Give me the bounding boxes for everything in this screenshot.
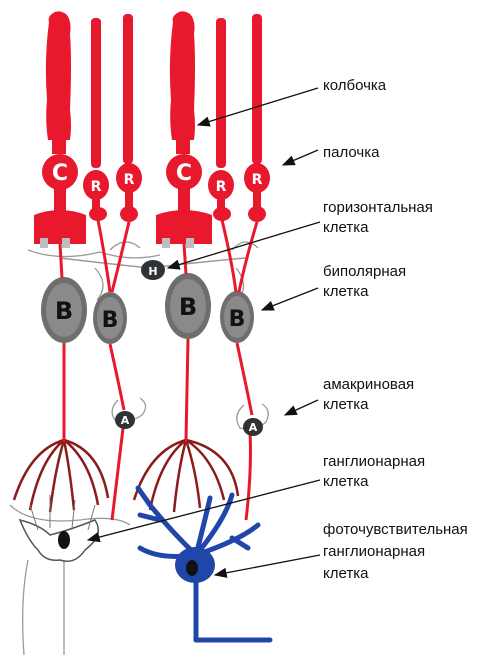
rod-cell-3 bbox=[208, 18, 234, 221]
label-amacrine-line2: клетка bbox=[323, 395, 368, 414]
bipolar-cell-1: B bbox=[41, 277, 87, 343]
bipolar-cells: B B B B bbox=[41, 273, 254, 344]
rod-cell-2 bbox=[116, 14, 142, 222]
bipolar-cell-4: B bbox=[220, 291, 254, 343]
arrow-amacrine bbox=[285, 400, 318, 415]
bipolar-cell-2: B bbox=[93, 292, 127, 344]
bipolar-cell-2-letter: B bbox=[102, 308, 119, 333]
bipolar-cell-4-letter: B bbox=[229, 307, 246, 332]
label-horizontal-line2: клетка bbox=[323, 218, 368, 237]
label-bipolar-line1: биполярная bbox=[323, 262, 406, 281]
cone-cell-1 bbox=[34, 11, 86, 244]
arrow-bipolar bbox=[262, 288, 318, 310]
horizontal-cell-letter: H bbox=[148, 265, 157, 278]
bipolar-cell-1-letter: B bbox=[55, 297, 73, 325]
rod-cell-4 bbox=[244, 14, 270, 222]
photosensitive-ganglion-cell bbox=[138, 488, 270, 640]
label-photosensitive-line1: фоточувствительная bbox=[323, 520, 468, 539]
cone-cell-2 bbox=[156, 11, 212, 244]
bipolar-cell-3-letter: B bbox=[179, 293, 197, 321]
label-photosensitive-line2: ганглионарная bbox=[323, 542, 425, 561]
bipolar-cell-3: B bbox=[165, 273, 211, 339]
arrow-rod bbox=[283, 150, 318, 165]
label-photosensitive-line3: клетка bbox=[323, 564, 368, 583]
ganglion-dendrites bbox=[14, 440, 238, 512]
rod-cell-1 bbox=[83, 18, 109, 221]
amacrine-cell-1: A bbox=[115, 411, 135, 429]
photoreceptors bbox=[34, 11, 270, 244]
label-ganglion-line1: ганглионарная bbox=[323, 452, 425, 471]
amacrine-cell-2-letter: A bbox=[249, 421, 258, 434]
label-cone: колбочка bbox=[323, 76, 386, 95]
label-ganglion-line2: клетка bbox=[323, 472, 368, 491]
label-amacrine-line1: амакриновая bbox=[323, 375, 414, 394]
amacrine-cell-2: A bbox=[243, 418, 263, 436]
label-horizontal-line1: горизонтальная bbox=[323, 198, 433, 217]
label-rod: палочка bbox=[323, 143, 379, 162]
amacrine-cell-1-letter: A bbox=[121, 414, 130, 427]
horizontal-cell: H bbox=[60, 258, 245, 280]
label-bipolar-line2: клетка bbox=[323, 282, 368, 301]
arrow-photosensitive bbox=[215, 555, 320, 575]
amacrine-cells: A A bbox=[115, 411, 263, 436]
